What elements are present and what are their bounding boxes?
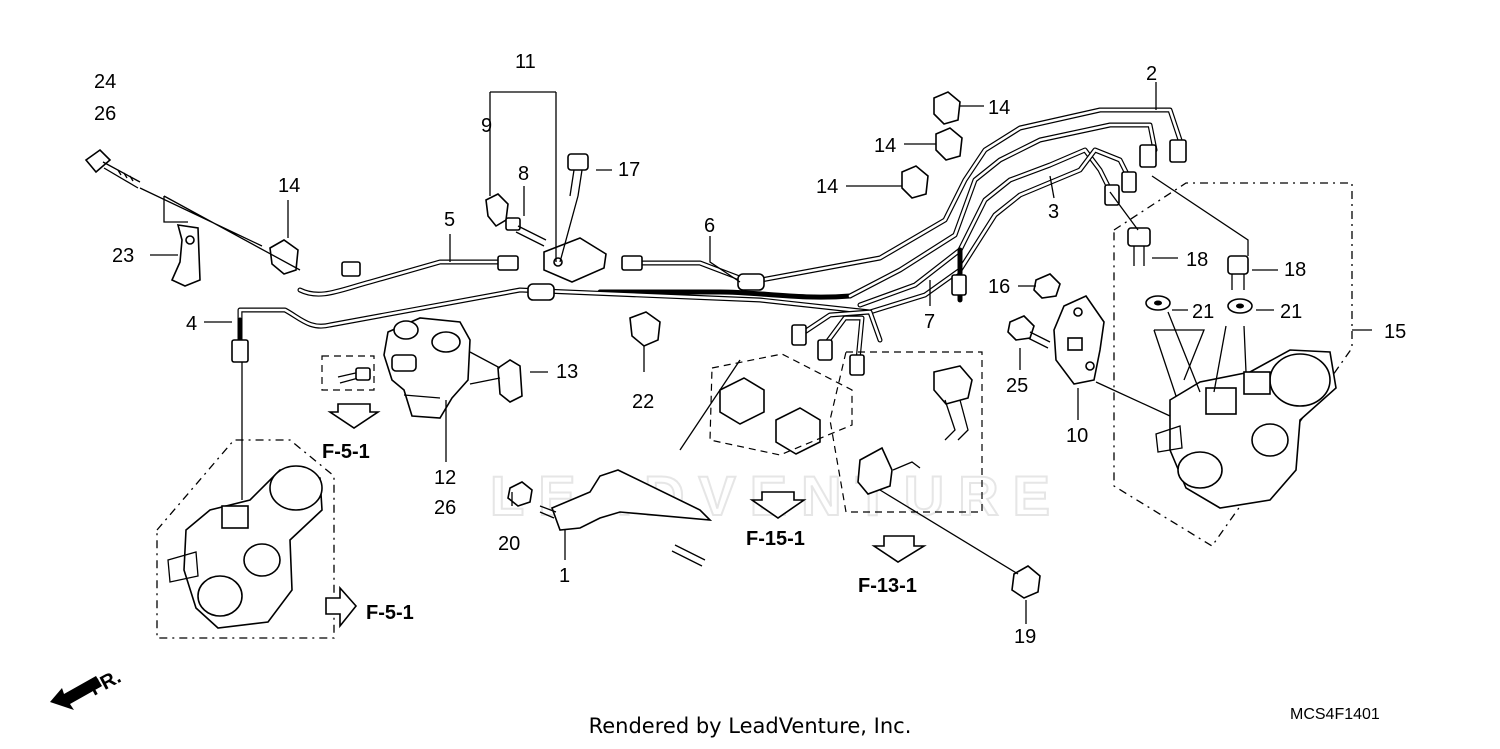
callout-11: 11 (515, 51, 536, 73)
callout-10: 10 (1066, 425, 1088, 447)
callout-22: 22 (632, 391, 654, 413)
ref-f-15-1: F-15-1 (746, 528, 805, 550)
callout-15: 15 (1384, 321, 1406, 343)
clips-14-right (901, 91, 963, 199)
callout-5: 5 (444, 209, 455, 231)
callout-16: 16 (988, 276, 1010, 298)
callout-8: 8 (518, 163, 529, 185)
clip-14-left (269, 239, 299, 275)
modulator-15 (1113, 182, 1353, 547)
plate-10 (1053, 294, 1105, 385)
callout-7: 7 (924, 311, 935, 333)
bolt-25 (1007, 315, 1051, 349)
front-arrow (50, 676, 102, 710)
dashed-boxes (321, 351, 983, 513)
callout-26: 26 (94, 103, 116, 125)
leader-lines (139, 82, 1372, 624)
footer-credit: Rendered by LeadVenture, Inc. (588, 714, 912, 738)
washers-21 (1145, 295, 1253, 314)
callout-14: 14 (278, 175, 300, 197)
callout-14-b: 14 (988, 97, 1010, 119)
callout-24: 24 (94, 71, 116, 93)
callout-17: 17 (618, 159, 640, 181)
modulator-left (156, 439, 335, 639)
bolt-8 (505, 217, 547, 247)
callout-14-c: 14 (874, 135, 896, 157)
callout-21: 21 (1192, 301, 1214, 323)
clip-22 (629, 311, 661, 347)
callout-19: 19 (1014, 626, 1036, 648)
clamp-13 (497, 359, 523, 403)
nut-20 (507, 481, 533, 507)
joint-blocks (719, 365, 973, 495)
callout-18-b: 18 (1284, 259, 1306, 281)
pipe-fittings (231, 139, 1187, 376)
brake-pipes (237, 107, 1183, 363)
bolt-16 (1033, 273, 1061, 299)
callout-1: 1 (559, 565, 570, 587)
callout-20: 20 (498, 533, 520, 555)
callout-9: 9 (481, 115, 492, 137)
front-label: FR. (86, 666, 125, 701)
callout-12: 12 (434, 467, 456, 489)
callout-2: 2 (1146, 63, 1157, 85)
callout-labels: 24 26 14 23 11 9 8 17 5 6 4 13 22 12 26 … (94, 51, 1406, 648)
callout-4: 4 (186, 313, 197, 335)
clip-9 (485, 193, 509, 228)
nut-19 (1011, 565, 1041, 599)
callout-25: 25 (1006, 375, 1028, 397)
ref-f-5-1-bottom: F-5-1 (366, 602, 414, 624)
callout-13: 13 (556, 361, 578, 383)
stay-1 (539, 469, 713, 567)
callout-18: 18 (1186, 249, 1208, 271)
callout-23: 23 (112, 245, 134, 267)
bolt-24 (84, 148, 141, 189)
callout-14-d: 14 (816, 176, 838, 198)
callout-6: 6 (704, 215, 715, 237)
bolt-17 (567, 153, 589, 197)
reference-labels: F-5-1 F-5-1 F-15-1 F-13-1 (322, 441, 917, 624)
joint-block-11 (543, 237, 607, 283)
callout-21-b: 21 (1280, 301, 1302, 323)
bolts-18 (1127, 227, 1249, 290)
callout-26-b: 26 (434, 497, 456, 519)
reference-arrows (325, 403, 927, 629)
ref-f-13-1: F-13-1 (858, 575, 917, 597)
valve-12 (383, 317, 471, 419)
ref-f-5-1-top: F-5-1 (322, 441, 370, 463)
bracket-23 (170, 224, 201, 287)
callout-3: 3 (1048, 201, 1059, 223)
valve-bolt (337, 367, 371, 384)
diagram-code: MCS4F1401 (1290, 706, 1380, 723)
